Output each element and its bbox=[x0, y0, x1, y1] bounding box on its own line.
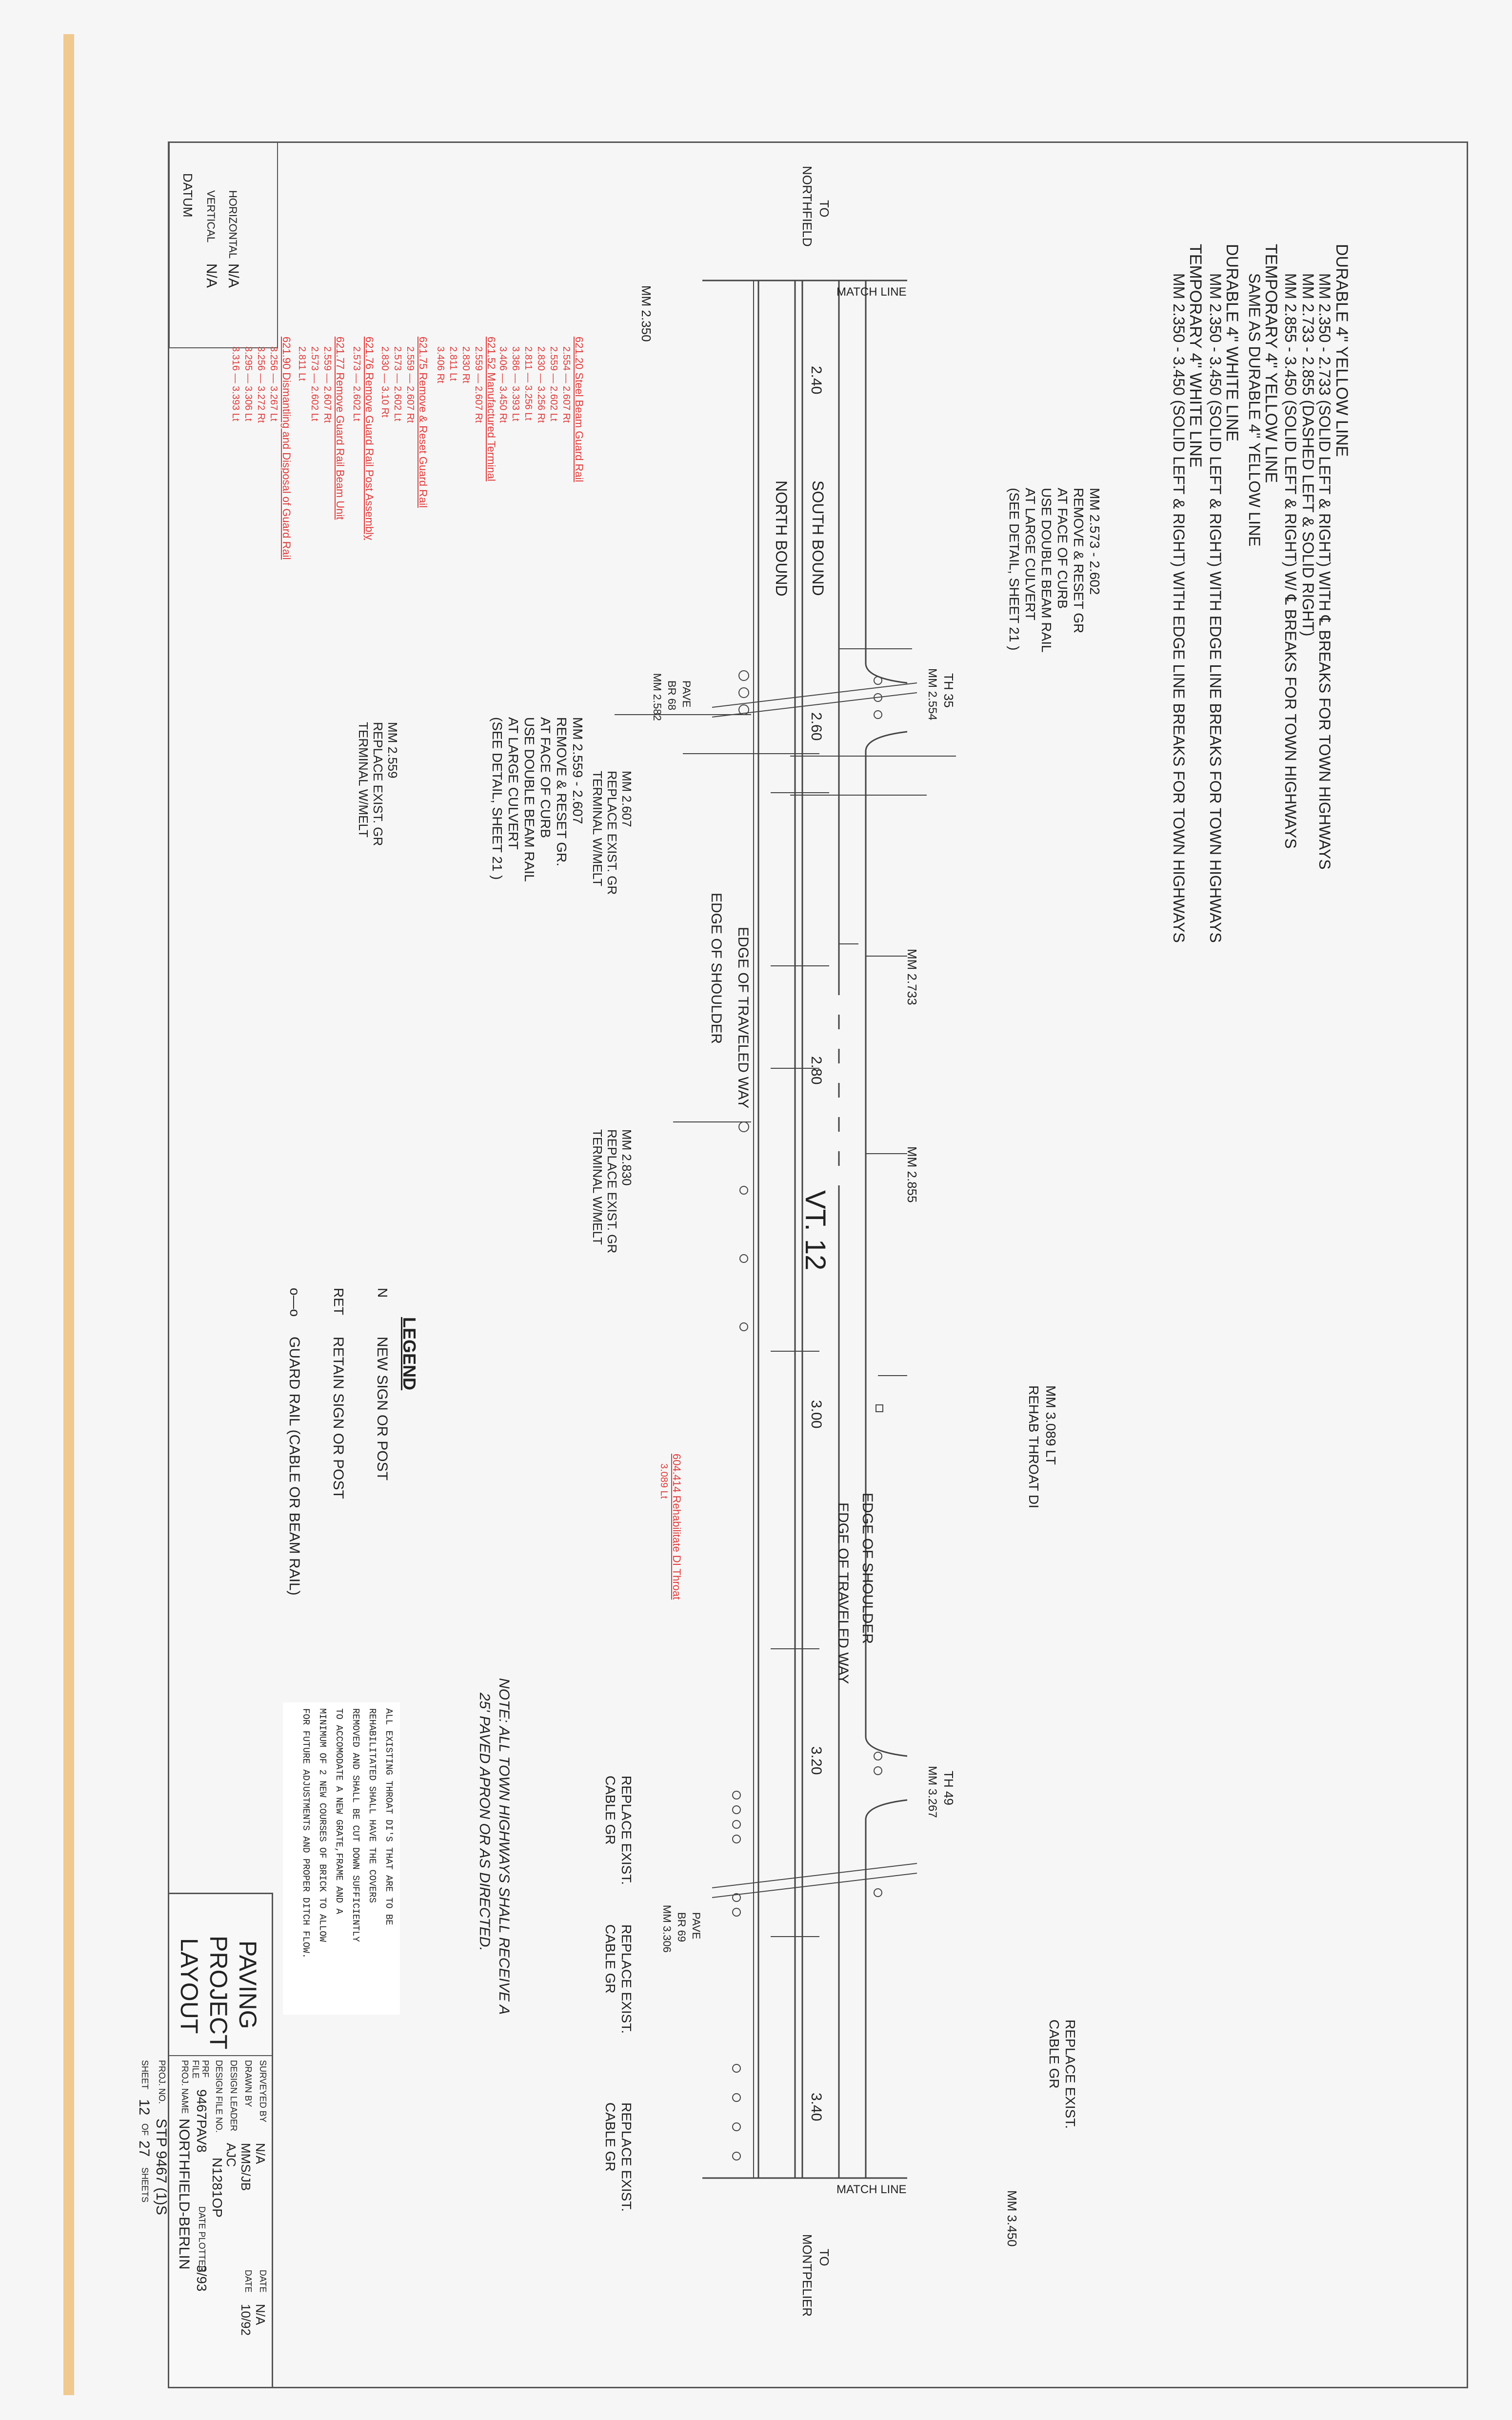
title-block: PAVING PROJECT LAYOUT SURVEYED BY N/A DA… bbox=[136, 1893, 273, 2388]
th35-label: TH 35 bbox=[941, 673, 956, 708]
br69-pave-label: PAVE bbox=[690, 1912, 702, 1940]
br69-mm-label: MM 3.306 bbox=[661, 1905, 673, 1953]
br68-pave-label: PAVE bbox=[680, 680, 693, 708]
title-layout: LAYOUT bbox=[176, 1938, 203, 2034]
to-montpelier-label: TO bbox=[817, 2249, 832, 2266]
rehab-throat-di-label: MM 3.089 LT bbox=[1043, 1385, 1058, 1465]
mm-2733-label: MM 2.733 bbox=[905, 949, 919, 1005]
legend-new-sign-symbol: N bbox=[375, 1288, 390, 1298]
br69-label: BR 69 bbox=[676, 1912, 688, 1942]
throat-di-note-box: ALL EXISTING THROAT DI'S THAT ARE TO BE … bbox=[283, 1702, 400, 2015]
legend-retain-sign-symbol: RET bbox=[331, 1288, 346, 1315]
title-project: PROJECT bbox=[205, 1936, 232, 2050]
edge-of-shoulder-label-2: EDGE OF SHOULDER bbox=[859, 1493, 875, 1644]
br68-mm-label: MM 2.582 bbox=[651, 673, 663, 721]
mm-end: MM 3.450 bbox=[1005, 2190, 1019, 2247]
station-280: 2.80 bbox=[808, 1056, 824, 1085]
legend-title: LEGEND bbox=[399, 1317, 419, 1391]
edge-of-shoulder-label: EDGE OF SHOULDER bbox=[708, 893, 724, 1044]
rehab-throat-di-label-2: REHAB THROAT DI bbox=[1026, 1385, 1041, 1509]
th35-mm-label: MM 2.554 bbox=[926, 668, 939, 720]
br68-label: BR 68 bbox=[666, 680, 678, 711]
station-240: 2.40 bbox=[808, 366, 824, 395]
to-northfield-label-2: NORTHFIELD bbox=[800, 166, 815, 247]
edge-of-traveled-way-label: EDGE OF TRAVELED WAY bbox=[735, 927, 751, 1109]
title-paving: PAVING bbox=[234, 1940, 261, 2029]
legend-retain-sign-text: RETAIN SIGN OR POST bbox=[330, 1337, 346, 1499]
th49-label: TH 49 bbox=[941, 1771, 956, 1805]
to-montpelier-label-2: MONTPELIER bbox=[800, 2234, 815, 2317]
station-340: 3.40 bbox=[808, 2093, 824, 2121]
south-bound-label: SOUTH BOUND bbox=[809, 480, 827, 596]
to-northfield-label: TO bbox=[817, 200, 832, 218]
edge-of-traveled-way-label-2: EDGE OF TRAVELED WAY bbox=[835, 1502, 851, 1684]
th49-mm-label: MM 3.267 bbox=[926, 1766, 939, 1818]
north-bound-label: NORTH BOUND bbox=[773, 480, 790, 597]
legend-guard-rail-text: GUARD RAIL (CABLE OR BEAM RAIL) bbox=[286, 1337, 302, 1596]
match-line-left: MATCH LINE bbox=[836, 285, 907, 299]
legend-new-sign-text: NEW SIGN OR POST bbox=[374, 1337, 390, 1481]
legend-guard-rail-symbol: o—o bbox=[287, 1288, 302, 1317]
paper-edge-strip bbox=[63, 34, 74, 2395]
station-300: 3.00 bbox=[808, 1400, 824, 1429]
mm-2855-label: MM 2.855 bbox=[905, 1146, 919, 1203]
station-260: 2.60 bbox=[808, 712, 824, 741]
match-line-right: MATCH LINE bbox=[836, 2183, 907, 2196]
mm-start: MM 2.350 bbox=[639, 285, 654, 342]
route-label: VT. 12 bbox=[799, 1190, 831, 1271]
station-320: 3.20 bbox=[808, 1746, 824, 1775]
